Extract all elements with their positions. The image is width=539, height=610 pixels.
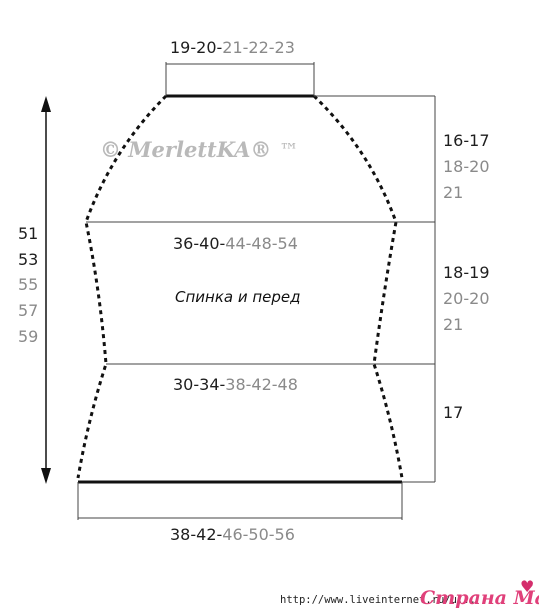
top-width-bracket — [165, 62, 315, 96]
total-length-labels: 51 53 55 57 59 — [18, 224, 38, 346]
svg-text:16-17: 16-17 — [443, 131, 490, 150]
logo-heart-icon: ♥ — [520, 577, 534, 596]
svg-text:18-19: 18-19 — [443, 263, 490, 282]
svg-text:57: 57 — [18, 301, 38, 320]
svg-text:21: 21 — [443, 183, 463, 202]
svg-text:21: 21 — [443, 315, 463, 334]
svg-text:51: 51 — [18, 224, 38, 243]
copyright-watermark: © MerlettKA®™ — [100, 137, 298, 162]
site-logo: Страна Мам — [420, 587, 539, 609]
diagram-title: Спинка и перед — [175, 288, 301, 306]
bottom-width-bracket — [77, 482, 403, 520]
total-length-arrow — [41, 96, 51, 484]
svg-text:53: 53 — [18, 250, 38, 269]
armhole-height-labels: 16-17 18-20 21 — [443, 131, 490, 202]
chest-width-label: 36-40-44-48-54 — [173, 234, 298, 253]
svg-text:55: 55 — [18, 275, 38, 294]
svg-text:18-20: 18-20 — [443, 157, 490, 176]
waist-width-label: 30-34-38-42-48 — [173, 375, 298, 394]
right-height-scale — [314, 95, 436, 483]
footer-url: http://www.liveinternet.ru/u... — [280, 594, 476, 606]
svg-text:59: 59 — [18, 327, 38, 346]
bottom-width-label: 38-42-46-50-56 — [170, 525, 295, 544]
svg-text:20-20: 20-20 — [443, 289, 490, 308]
garment-outline — [76, 94, 404, 479]
top-width-label: 19-20-21-22-23 — [170, 38, 295, 57]
lower-height-label: 17 — [443, 403, 463, 422]
middle-height-labels: 18-19 20-20 21 — [443, 263, 490, 334]
